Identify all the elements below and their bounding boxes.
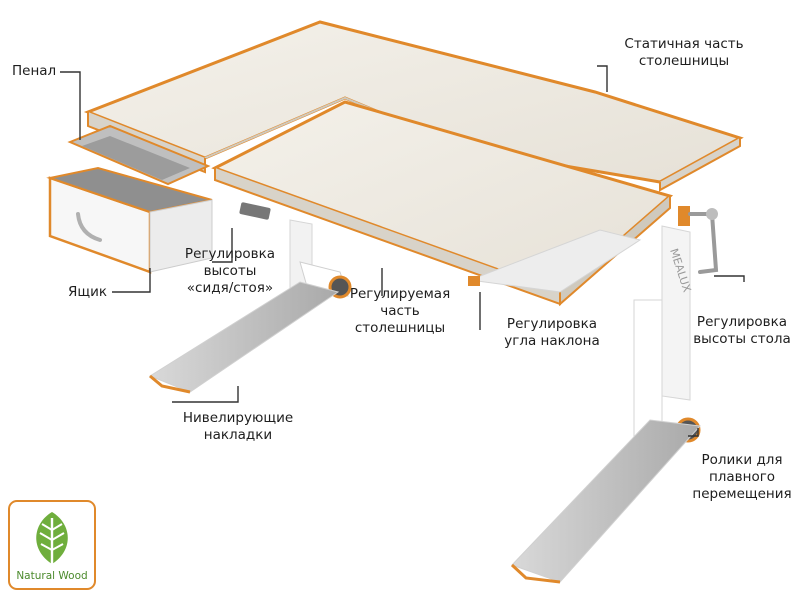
label-leveling-line1: Нивелирующие [182, 410, 294, 426]
label-static-top-line1: Статичная часть [624, 36, 744, 52]
label-table-height: Регулировка высоты стола [686, 314, 798, 348]
label-leveling: Нивелирующие накладки [178, 410, 298, 444]
label-rollers-line1: Ролики для [701, 452, 783, 468]
label-adj-top-line3: столешницы [354, 320, 446, 336]
label-rollers-line2: плавного [708, 469, 776, 485]
label-penal: Пенал [12, 63, 56, 80]
label-table-height-line2: высоты стола [693, 331, 791, 347]
label-drawer: Ящик [68, 284, 107, 301]
label-rollers-line3: перемещения [692, 486, 792, 502]
tilt-support [469, 229, 642, 293]
leader-leveling [172, 386, 239, 403]
label-adjustable-top: Регулируемая часть столешницы [340, 286, 460, 337]
label-drawer-text: Ящик [68, 284, 108, 300]
natural-wood-badge: Natural Wood [8, 500, 96, 590]
leader-penal [60, 71, 81, 140]
label-table-height-line1: Регулировка [696, 314, 788, 330]
label-rollers: Ролики для плавного перемещения [686, 452, 798, 503]
right-leg: MEALUX [510, 206, 719, 584]
label-adj-top-line1: Регулируемая [349, 286, 451, 302]
leader-rollers [688, 428, 699, 437]
leader-height-sit [212, 228, 233, 263]
badge-text: Natural Wood [16, 570, 88, 582]
label-height-sit: Регулировка высоты «сидя/стоя» [170, 246, 290, 297]
leader-table-height [714, 275, 745, 282]
label-height-sit-line2: высоты [203, 263, 257, 279]
label-tilt-line1: Регулировка [506, 316, 598, 332]
label-static-top-line2: столешницы [638, 53, 730, 69]
leader-drawer [112, 268, 151, 293]
label-leveling-line2: накладки [203, 427, 273, 443]
label-penal-text: Пенал [12, 63, 57, 79]
tilt-knob [468, 276, 480, 286]
leader-lines [60, 65, 745, 437]
label-adj-top-line2: часть [380, 303, 420, 319]
label-height-sit-line3: «сидя/стоя» [186, 280, 274, 296]
label-tilt-line2: угла наклона [504, 333, 600, 349]
leaf-icon [36, 512, 68, 564]
label-tilt: Регулировка угла наклона [494, 316, 610, 350]
leader-static-top [597, 65, 608, 92]
label-static-top: Статичная часть столешницы [604, 36, 764, 70]
left-leg [148, 219, 352, 394]
pencil-tray [67, 124, 211, 186]
label-height-sit-line1: Регулировка [184, 246, 276, 262]
height-lever [239, 202, 271, 220]
